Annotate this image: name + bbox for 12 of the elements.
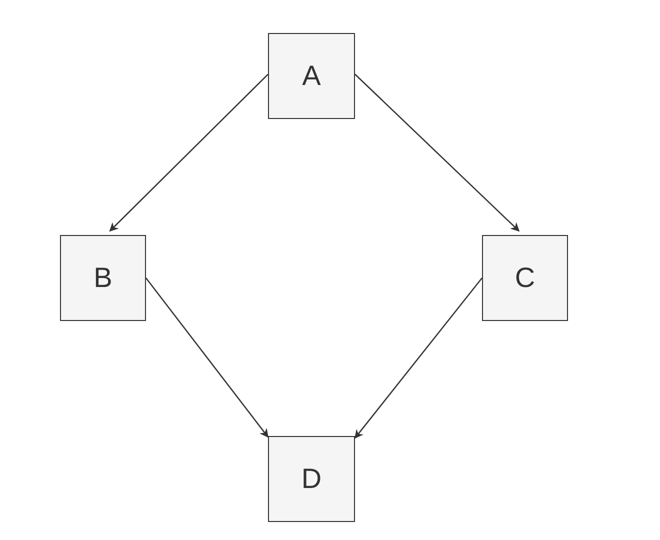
arrow — [145, 278, 269, 438]
process-box — [482, 235, 568, 321]
process-box — [268, 33, 355, 119]
node-label: C — [514, 262, 536, 294]
arrow — [354, 278, 482, 439]
node-label: A — [302, 60, 321, 92]
arrow — [109, 74, 268, 232]
arrow — [354, 74, 520, 232]
process-box — [268, 436, 355, 522]
node-label: D — [301, 463, 322, 495]
node-label: B — [94, 262, 112, 294]
process-box — [60, 235, 146, 321]
